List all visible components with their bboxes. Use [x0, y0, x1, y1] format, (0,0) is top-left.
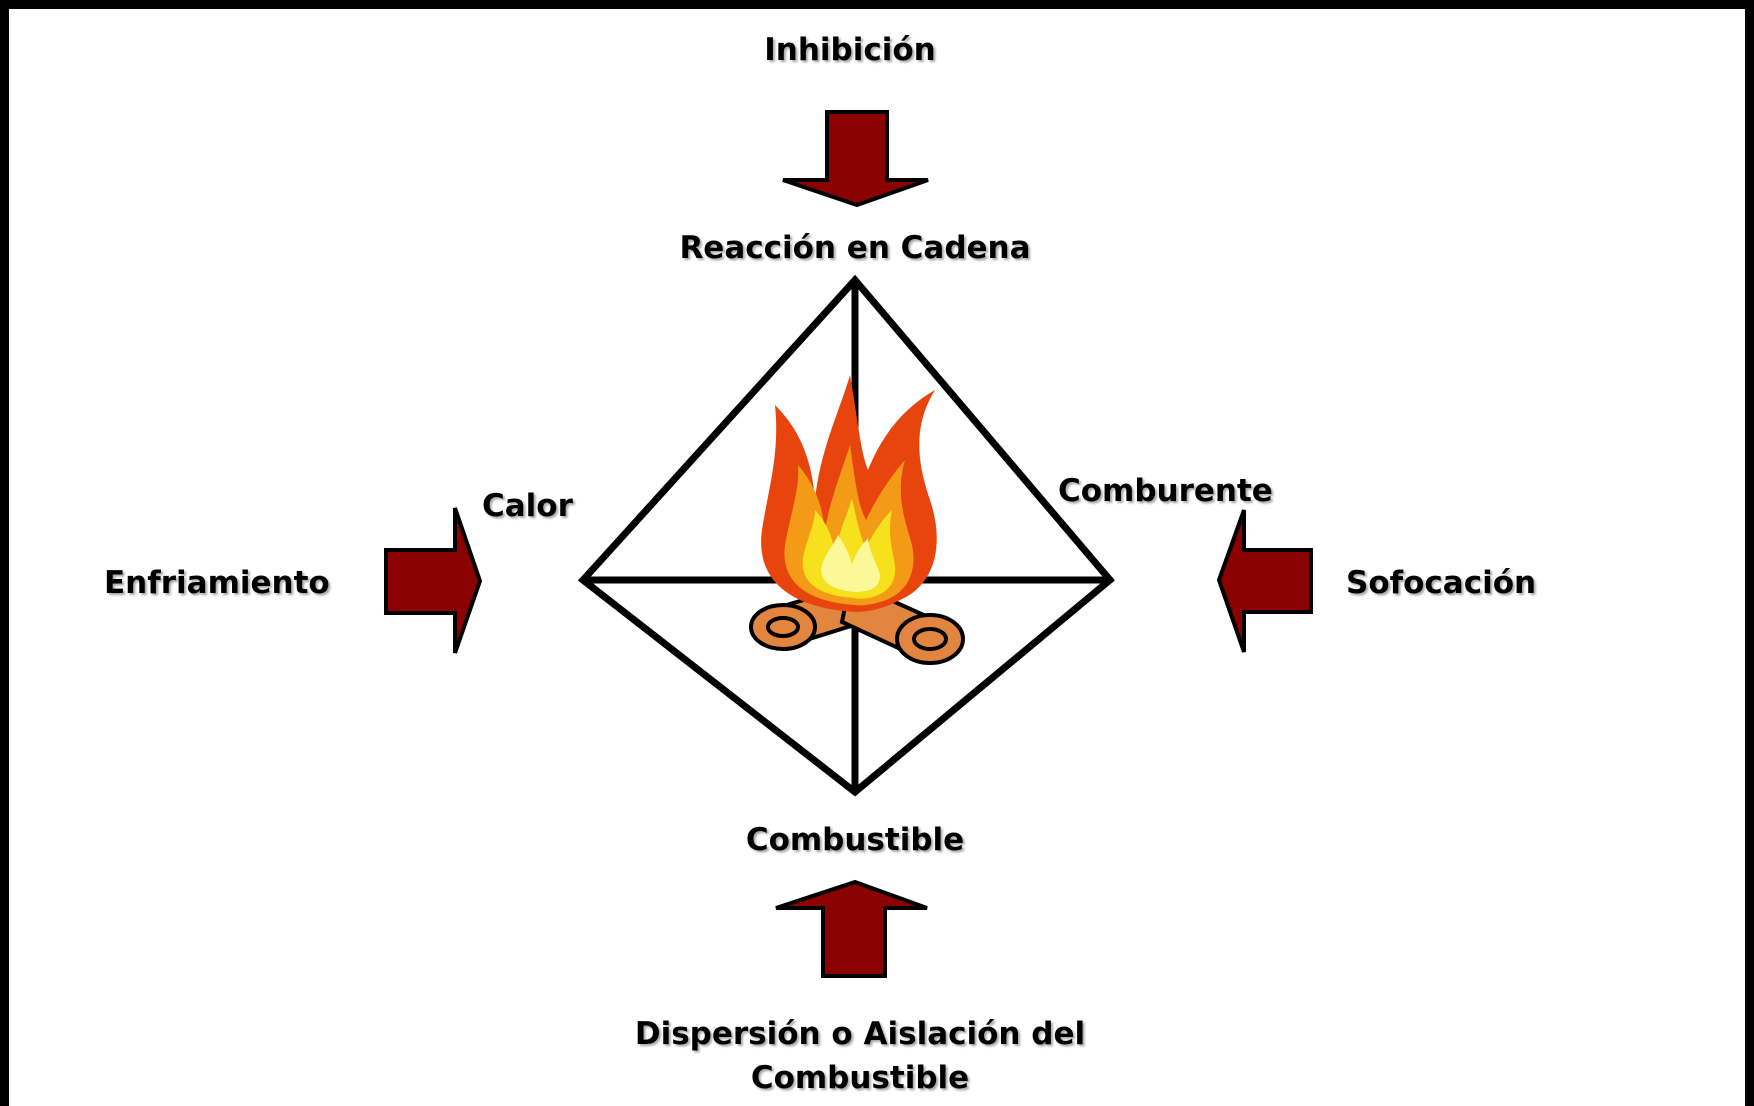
- method-label-fuel-removal-line2: Combustible: [750, 1060, 970, 1096]
- vertex-label-heat: Calor: [482, 488, 573, 524]
- block-arrow-icon: [775, 879, 928, 978]
- vertex-label-oxidizer: Comburente: [1058, 473, 1273, 509]
- block-arrow-icon: [782, 110, 929, 208]
- block-arrow-icon: [384, 507, 483, 654]
- method-label-cooling: Enfriamiento: [104, 565, 330, 601]
- vertex-label-fuel: Combustible: [745, 822, 965, 858]
- method-label-smothering: Sofocación: [1346, 565, 1537, 601]
- vertex-label-chain-reaction: Reacción en Cadena: [679, 230, 1031, 266]
- campfire-icon: [749, 375, 965, 665]
- method-label-inhibition: Inhibición: [764, 32, 936, 68]
- block-arrow-icon: [1216, 509, 1313, 653]
- flame-core-icon: [821, 535, 880, 592]
- method-label-fuel-removal-line1: Dispersión o Aislación del: [634, 1016, 1086, 1052]
